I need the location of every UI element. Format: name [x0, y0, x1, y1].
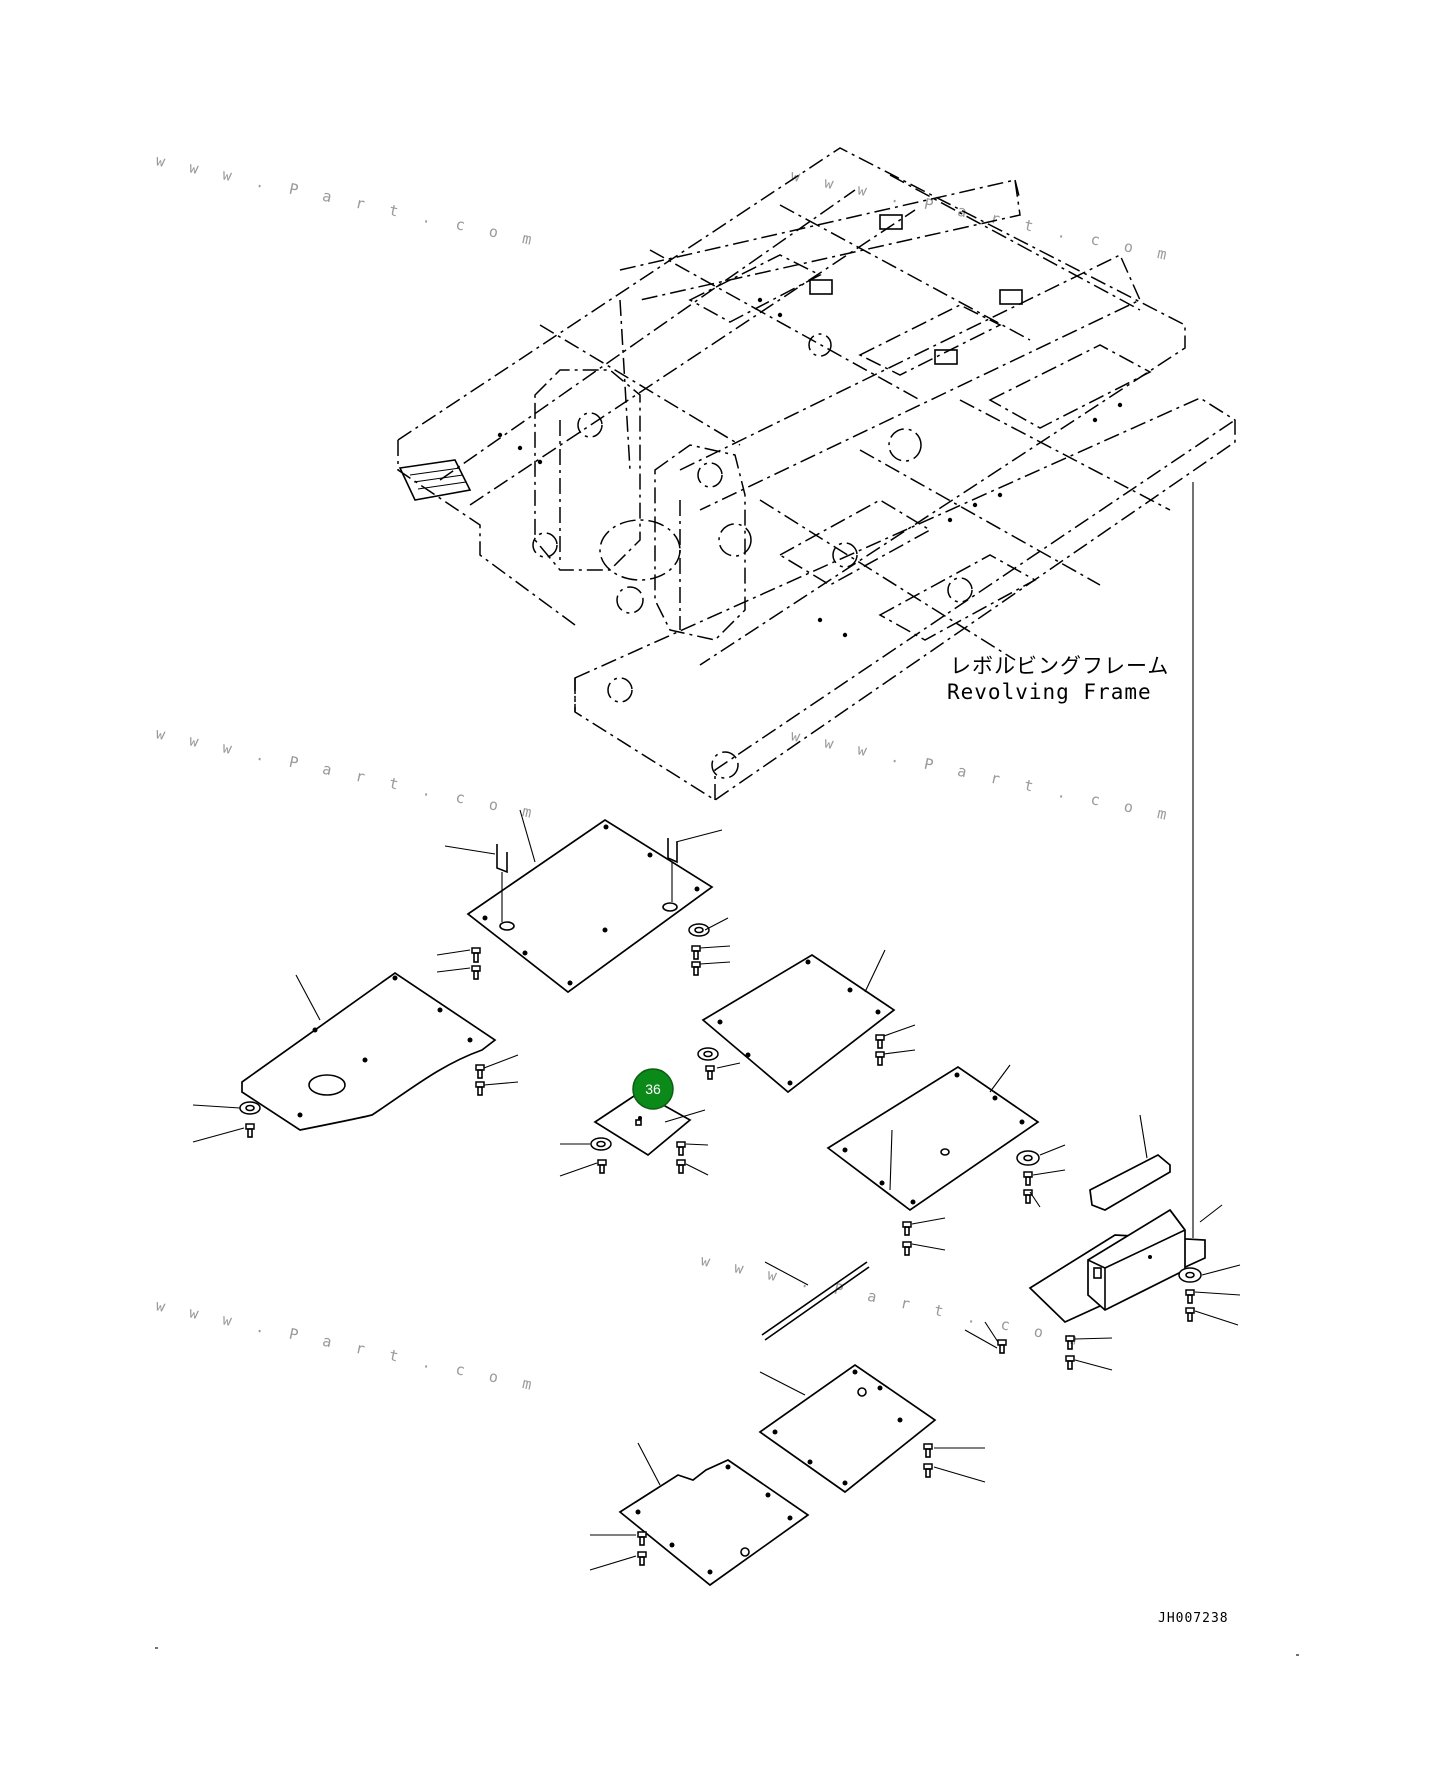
watermark-text: w w w . P a r t . c o m: [789, 166, 1176, 265]
watermark-text: w w w . P a r t . c o m: [154, 724, 541, 823]
cover-plate-right: [826, 1064, 1040, 1212]
drawing-code: JH007238: [1158, 1611, 1229, 1626]
fasteners: [192, 917, 1241, 1571]
watermark-text: w w w . P a r t . c o m: [699, 1251, 1086, 1350]
rod-part: [761, 1261, 870, 1341]
watermark-text: w w w . P a r t . c o m: [789, 726, 1176, 825]
cover-plate-left: [241, 971, 497, 1131]
callout-36[interactable]: 36: [632, 1068, 674, 1110]
watermark-text: w w w . P a r t . c o m: [154, 1296, 541, 1395]
cover-plate-bottom-left: [618, 1442, 810, 1587]
cover-plate-small: [593, 1091, 706, 1157]
watermark-text: w w w . P a r t . c o m: [154, 151, 541, 250]
revolving-frame: [397, 147, 1236, 801]
cover-plate-center-right: [701, 949, 896, 1094]
frame-label-en: Revolving Frame: [947, 680, 1152, 704]
cover-plate-upper: [444, 809, 723, 994]
frame-label-jp: レボルビングフレーム: [950, 654, 1169, 678]
cover-plate-bottom-right: [758, 1363, 937, 1494]
toolbox-assembly: [1028, 1114, 1223, 1324]
callout-number[interactable]: 36: [645, 1081, 661, 1097]
watermarks: w w w . P a r t . c o m w w w . P a r t …: [154, 151, 1176, 1395]
frame-label: レボルビングフレーム Revolving Frame: [947, 654, 1169, 704]
callout-badge[interactable]: [632, 1068, 674, 1110]
